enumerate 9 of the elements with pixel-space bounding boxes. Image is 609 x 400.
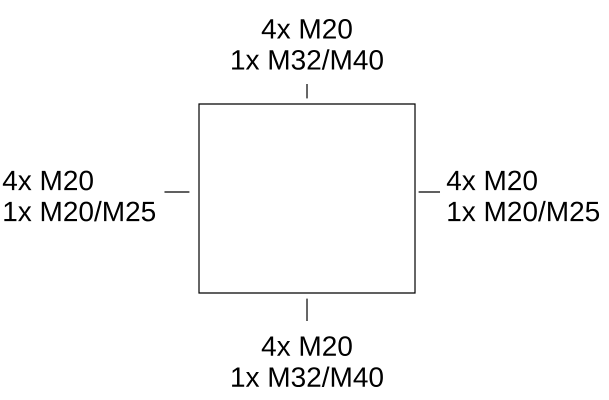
tick-mark [164, 191, 190, 193]
entry-label: 4x M20 1x M32/M40 [232, 336, 383, 388]
tick-mark [418, 191, 440, 193]
entry-label: 4x M20 1x M32/M40 [232, 19, 383, 70]
entry-label: 4x M20 1x M20/M25 [446, 170, 600, 222]
enclosure-box [198, 103, 416, 294]
tick-mark [306, 84, 308, 98]
entry-label: 4x M20 1x M20/M25 [2, 170, 156, 222]
tick-mark [306, 298, 308, 321]
